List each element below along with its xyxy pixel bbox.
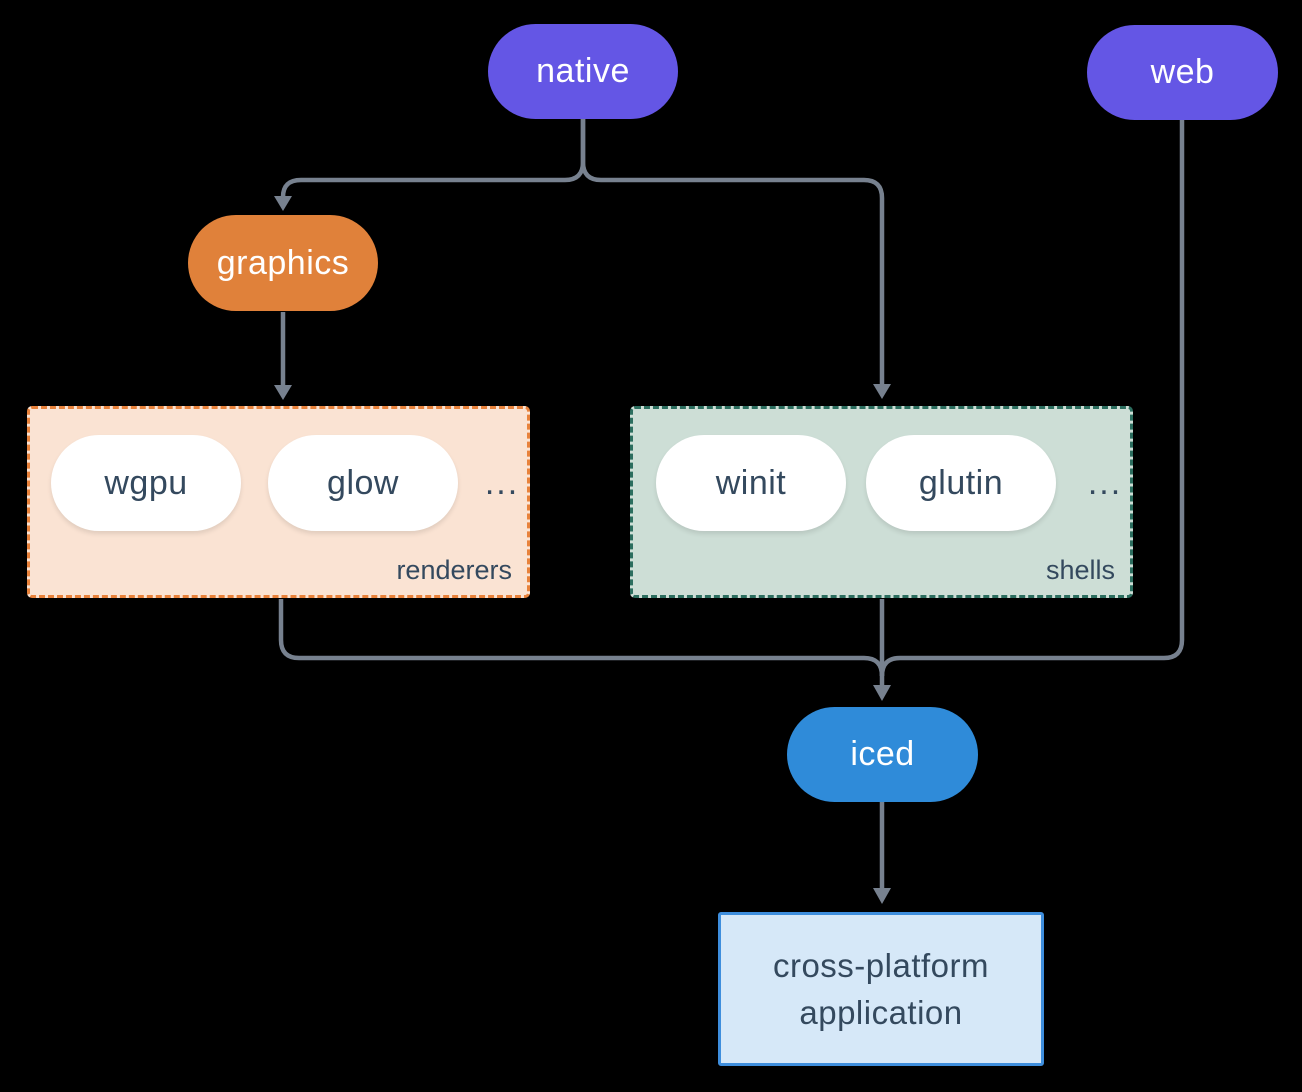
app-label-line2: application [799,994,963,1031]
renderers-ellipsis: ... [484,463,520,502]
arrowhead-renderers [274,385,292,400]
node-glow: glow [268,435,458,531]
edge-native-to-graphics [280,119,586,198]
node-iced: iced [787,707,978,802]
app-label-line1: cross-platform [772,947,990,984]
node-graphics: graphics [188,215,378,311]
group-shells: winit glutin ... shells [630,406,1133,598]
node-winit: winit [656,435,846,531]
node-cross-platform-application: cross-platform application [718,912,1044,1066]
arrowhead-shells [873,384,891,399]
group-renderers: wgpu glow ... renderers [27,406,530,598]
edge-renderers-to-merge [278,599,885,677]
node-web: web [1087,25,1278,120]
shells-ellipsis: ... [1087,463,1123,502]
arrowhead-graphics [274,196,292,211]
renderers-label: renderers [396,555,512,585]
node-glutin: glutin [866,435,1056,531]
arrowhead-app [873,888,891,904]
edge-native-to-shells [580,119,885,385]
node-wgpu: wgpu [51,435,241,531]
node-native: native [488,24,678,119]
shells-label: shells [1045,555,1115,585]
arrowhead-iced [873,685,891,701]
